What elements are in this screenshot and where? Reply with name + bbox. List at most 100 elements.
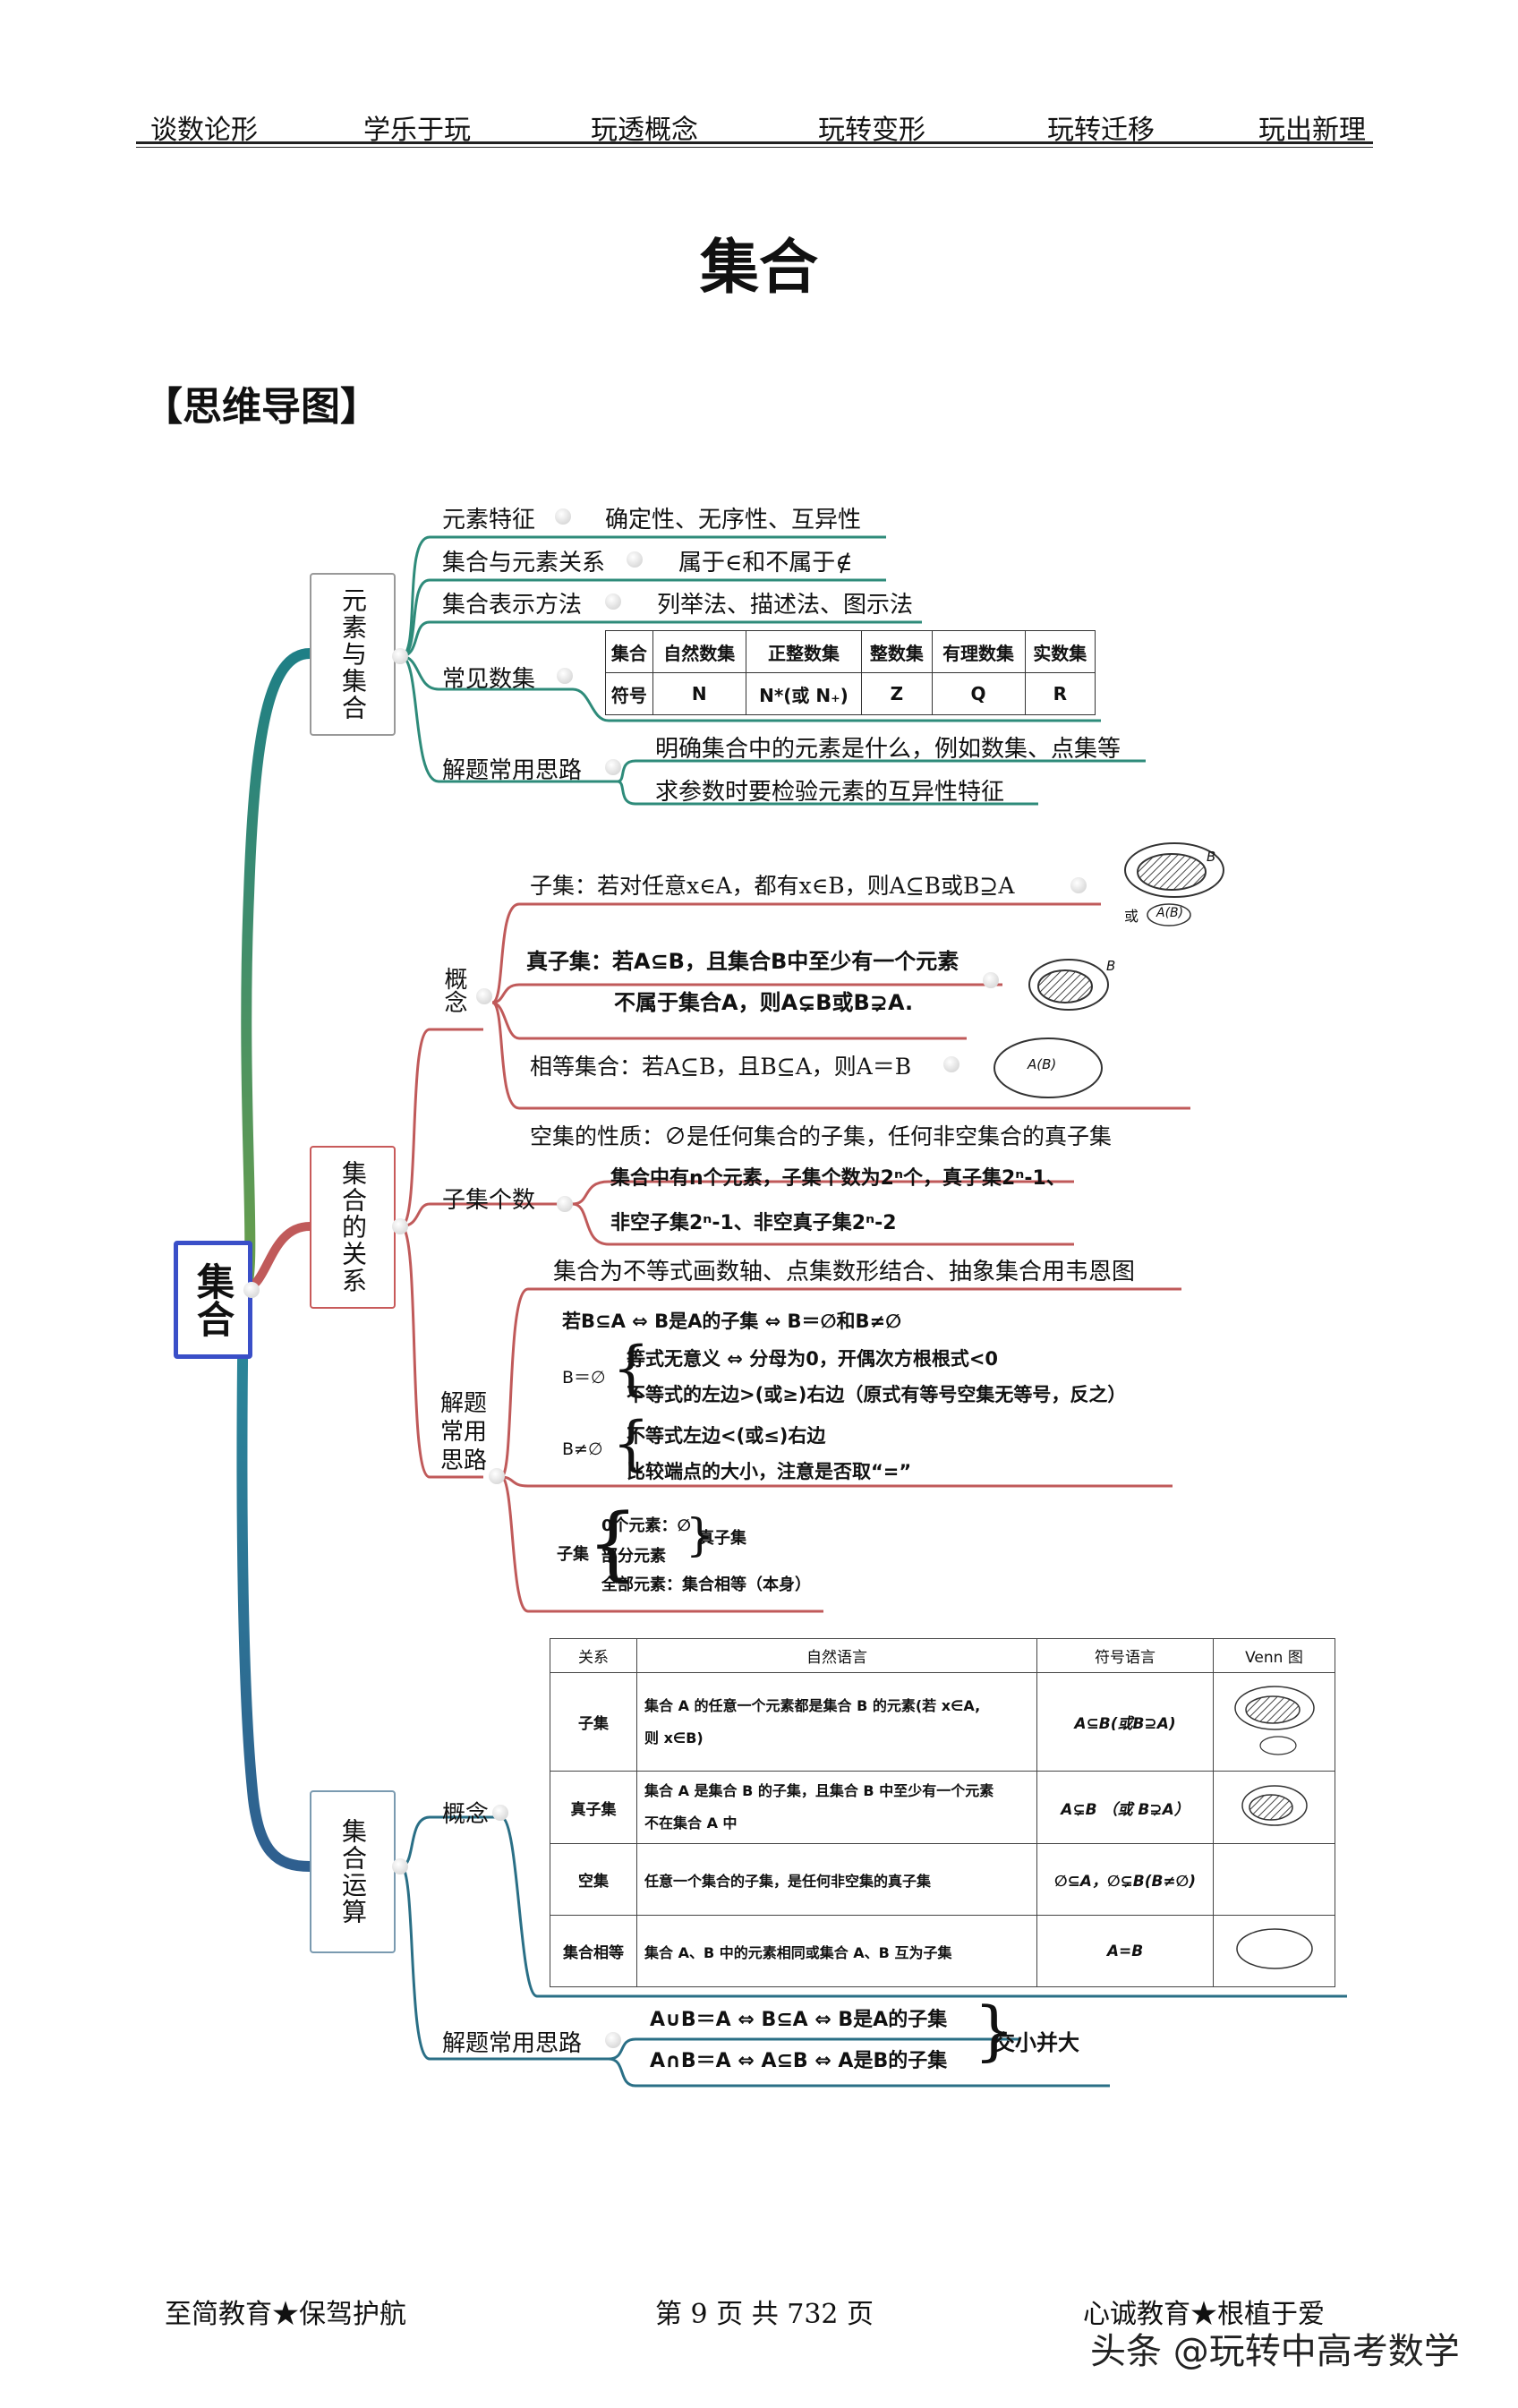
rt-row-1-sym: A⊊B （或 B⊋A）	[1036, 1771, 1214, 1844]
b2-count: 子集个数	[442, 1187, 536, 1214]
brace-5: }	[974, 1993, 1015, 2068]
root-knob	[243, 1282, 260, 1298]
nav-item-4: 玩转变形	[818, 115, 925, 146]
b1-feature-knob	[555, 508, 571, 525]
page-title: 集合	[700, 233, 818, 302]
b2-concept-knob	[476, 988, 492, 1004]
ns-head-5: 实数集	[1024, 630, 1096, 673]
b3-op2: A∩B＝A ⇔ A⊆B ⇔ A是B的子集	[650, 2050, 948, 2072]
ns-sym-2: N*(或 N₊)	[745, 672, 863, 715]
footer-right: 心诚教育★根植于爱	[1083, 2299, 1325, 2330]
b2-t2: 若B⊆A ⇔ B是A的子集 ⇔ B＝∅和B≠∅	[562, 1311, 902, 1332]
b2-t5c: 全部元素：集合相等（本身）	[601, 1575, 811, 1594]
branch-elements-and-sets: 元素与集合	[310, 573, 396, 736]
venn-equal-icon	[994, 1037, 1103, 1098]
footer-left: 至简教育★保驾护航	[165, 2299, 406, 2330]
rt-venn-subset-icon	[1233, 1686, 1315, 1755]
b1-relation-knob	[627, 551, 643, 568]
b2-t5d: 真子集	[698, 1529, 746, 1548]
venn-subset-icon	[1124, 842, 1224, 926]
section-heading: 【思维导图】	[143, 384, 380, 430]
b1-relation-val: 属于∈和不属于∉	[678, 550, 853, 576]
rt-row-0-nat: 集合 A 的任意一个元素都是集合 B 的元素(若 x∈A, 则 x∈B)	[636, 1672, 1037, 1772]
brace-2: {	[612, 1409, 650, 1478]
rt-row-2-venn	[1213, 1843, 1335, 1916]
ns-sym-4: Q	[931, 672, 1026, 715]
ns-sym-3: Z	[861, 672, 933, 715]
rt-row-0-nat1: 集合 A 的任意一个元素都是集合 B 的元素(若 x∈A,	[644, 1696, 981, 1714]
b2-count-knob	[557, 1196, 573, 1212]
branch-set-operations: 集合运算	[310, 1790, 396, 1953]
b2-t3-lead: B＝∅	[562, 1368, 606, 1388]
root-node: 集合	[174, 1241, 252, 1359]
rt-row-1-nat: 集合 A 是集合 B 的子集，且集合 B 中至少有一个元素 不在集合 A 中	[636, 1771, 1037, 1844]
rt-row-1-nat2: 不在集合 A 中	[644, 1815, 738, 1832]
rt-head-2: 符号语言	[1036, 1638, 1214, 1673]
brace-3: {	[587, 1497, 639, 1591]
nav-item-5: 玩转迁移	[1047, 115, 1155, 146]
header-rule-thin	[136, 147, 1373, 148]
b2-t5a: 0个元素：∅	[601, 1516, 691, 1535]
b1-feature-val: 确定性、无序性、互异性	[605, 507, 862, 534]
watermark: 头条 @玩转中高考数学	[1090, 2331, 1460, 2372]
rt-venn-equal-icon	[1235, 1928, 1313, 1969]
b2-subset: 子集：若对任意x∈A，都有x∈B，则A⊆B或B⊇A	[530, 873, 1015, 899]
b2-think-label: 解题常用思路	[440, 1390, 488, 1474]
b2-subset-knob	[1070, 877, 1087, 893]
rt-head-1: 自然语言	[636, 1638, 1037, 1673]
brace-4: }	[686, 1509, 714, 1561]
b3-concept-knob	[492, 1805, 508, 1821]
b2-t3a: 等式无意义 ⇔ 分母为0，开偶次方根根式<0	[627, 1348, 999, 1370]
number-sets-table: 集合 自然数集 正整数集 整数集 有理数集 实数集 符号 N N*(或 N₊) …	[605, 630, 1096, 715]
nav-item-3: 玩透概念	[591, 115, 698, 146]
nav-item-1: 谈数论形	[150, 115, 258, 146]
relations-table: 关系 自然语言 符号语言 Venn 图 子集 集合 A 的任意一个元素都是集合 …	[550, 1638, 1335, 1987]
nav-item-6: 玩出新理	[1258, 115, 1366, 146]
ns-head-4: 有理数集	[931, 630, 1026, 673]
b3-op1: A∪B＝A ⇔ B⊆A ⇔ B是A的子集	[650, 2009, 948, 2031]
ns-head-3: 整数集	[861, 630, 933, 673]
rt-venn-proper-icon	[1241, 1784, 1308, 1826]
b1-think-2: 求参数时要检验元素的互异性特征	[655, 779, 1005, 806]
b1-repr-val: 列举法、描述法、图示法	[657, 592, 914, 619]
rt-row-1-venn	[1213, 1771, 1335, 1844]
rt-row-3-name: 集合相等	[550, 1915, 637, 1987]
b2-concept-label: 概念	[440, 967, 467, 1013]
branch1-knob	[392, 648, 408, 664]
nav-item-2: 学乐于玩	[363, 115, 471, 146]
b2-equal-knob	[943, 1056, 959, 1072]
b1-think-1: 明确集合中的元素是什么，例如数集、点集等	[655, 736, 1121, 763]
b2-equal: 相等集合：若A⊆B，且B⊆A，则A＝B	[530, 1054, 912, 1080]
rt-row-0-nat2: 则 x∈B)	[644, 1729, 704, 1746]
rt-head-0: 关系	[550, 1638, 637, 1673]
branch2-knob	[392, 1218, 408, 1234]
b1-repr: 集合表示方法	[442, 592, 583, 619]
b3-think: 解题常用思路	[442, 2030, 583, 2057]
b2-proper-knob	[983, 972, 999, 988]
b2-empty: 空集的性质：∅是任何集合的子集，任何非空集合的真子集	[530, 1123, 1113, 1149]
b2-proper-2: 不属于集合A，则A⊊B或B⊋A.	[614, 990, 914, 1015]
b2-t4-lead: B≠∅	[562, 1439, 603, 1459]
b2-count-2: 非空子集2ⁿ-1、非空真子集2ⁿ-2	[610, 1212, 897, 1234]
venn2-b: B	[1106, 958, 1116, 974]
b2-t4b: 比较端点的大小，注意是否取“=”	[627, 1461, 912, 1482]
b1-think-knob	[605, 759, 621, 775]
brace-1: {	[612, 1334, 650, 1403]
branch-set-relations: 集合的关系	[310, 1146, 396, 1309]
b1-repr-knob	[605, 593, 621, 610]
rt-row-1-name: 真子集	[550, 1771, 637, 1844]
ns-head-1: 自然数集	[652, 630, 746, 673]
rt-row-0-name: 子集	[550, 1672, 637, 1772]
b3-op-note: 交小并大	[994, 2030, 1079, 2055]
rt-row-2-sym: ∅⊆A，∅⊊B(B≠∅)	[1036, 1843, 1214, 1916]
b1-common: 常见数集	[442, 666, 536, 693]
rt-head-3: Venn 图	[1213, 1638, 1335, 1673]
rt-row-3-venn	[1213, 1915, 1335, 1987]
footer-page: 第 9 页 共 732 页	[655, 2299, 874, 2330]
b1-relation: 集合与元素关系	[442, 550, 606, 576]
venn1-b: B	[1207, 849, 1216, 865]
b2-t4a: 不等式左边<(或≤)右边	[627, 1425, 826, 1447]
rt-row-2-name: 空集	[550, 1843, 637, 1916]
ns-head-0: 集合	[605, 630, 653, 673]
venn-proper-subset-icon	[1028, 959, 1109, 1011]
